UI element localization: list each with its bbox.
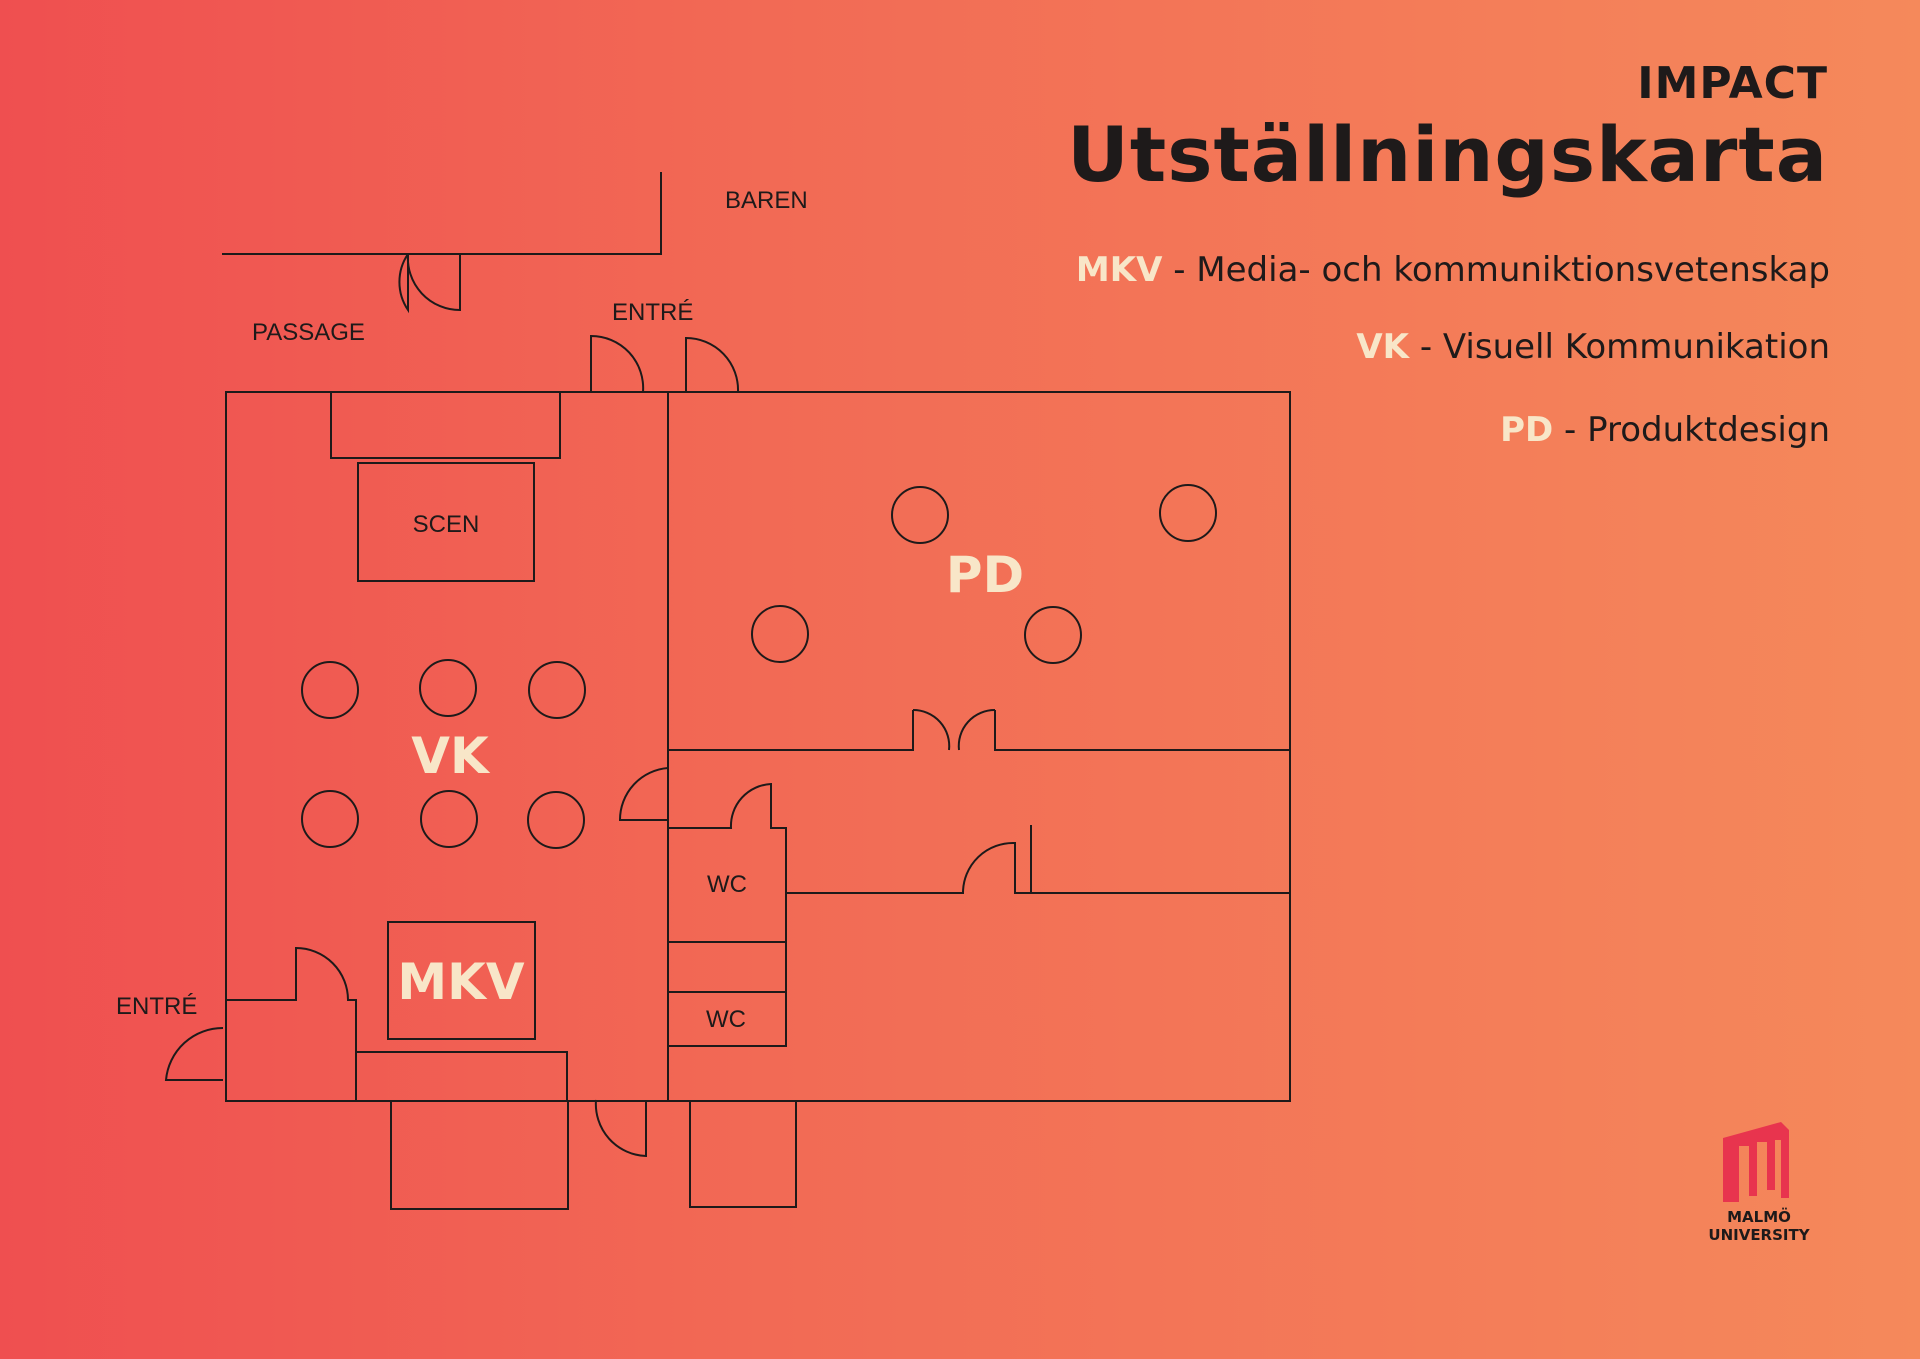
label-stage: SCEN <box>413 511 480 538</box>
legend-name: Media- och kommuniktionsvetenskap <box>1196 250 1830 290</box>
zone-pd: PD <box>946 546 1024 604</box>
door-entrance-1 <box>590 334 645 393</box>
bar-wall <box>222 172 662 255</box>
legend: MKV - Media- och kommuniktionsvetenskap … <box>1076 250 1830 450</box>
legend-abbr: PD <box>1500 410 1554 450</box>
legend-abbr: VK <box>1356 327 1410 367</box>
university-logo: MALMÖ UNIVERSITY <box>1698 1118 1820 1244</box>
door-pd-double <box>912 708 996 751</box>
malmo-university-logo-icon <box>1723 1122 1789 1202</box>
annex-right <box>689 1100 797 1208</box>
door-internal-left <box>226 946 357 1101</box>
header: IMPACT Utställningskarta <box>1067 58 1828 200</box>
table-vk-3 <box>528 661 586 719</box>
label-baren: BAREN <box>725 187 808 214</box>
label-passage: PASSAGE <box>252 319 365 346</box>
legend-separator: - <box>1409 327 1443 367</box>
table-vk-4 <box>301 790 359 848</box>
label-wc-lower: WC <box>706 1006 746 1033</box>
legend-item-vk: VK - Visuell Kommunikation <box>1076 327 1830 367</box>
pre-title: IMPACT <box>1637 58 1828 109</box>
label-entrance-top: ENTRÉ <box>612 299 693 326</box>
logo-line-1: MALMÖ <box>1727 1208 1791 1226</box>
label-wc-upper: WC <box>707 871 747 898</box>
pd-wall-b <box>994 710 1290 751</box>
table-vk-1 <box>301 661 359 719</box>
table-pd-4 <box>1024 606 1082 664</box>
table-pd-3 <box>751 605 809 663</box>
door-entrance-2 <box>685 336 740 393</box>
annex-left <box>390 1100 569 1210</box>
label-entrance-left: ENTRÉ <box>116 993 197 1020</box>
door-bottom <box>594 1099 647 1158</box>
wing-right-wall <box>668 391 1291 1102</box>
zone-mkv: MKV <box>397 953 525 1011</box>
pd-wall-a <box>668 710 914 751</box>
stage <box>357 462 535 582</box>
bench <box>330 391 561 459</box>
door-passage <box>398 253 409 314</box>
wc-upper <box>668 782 787 943</box>
table-pd-1 <box>891 486 949 544</box>
mkv-box <box>387 921 536 1040</box>
legend-name: Produktdesign <box>1587 410 1830 450</box>
legend-item-mkv: MKV - Media- och kommuniktionsvetenskap <box>1076 250 1830 290</box>
door-entrance-left <box>164 1026 224 1081</box>
corridor-wall <box>786 841 1290 894</box>
legend-name: Visuell Kommunikation <box>1442 327 1830 367</box>
door-passage-swing <box>406 253 461 312</box>
table-pd-2 <box>1159 484 1217 542</box>
legend-separator: - <box>1553 410 1588 450</box>
table-vk-6 <box>527 791 585 849</box>
logo-line-2: UNIVERSITY <box>1708 1226 1810 1244</box>
legend-separator: - <box>1162 250 1197 290</box>
legend-item-pd: PD - Produktdesign <box>1076 410 1830 450</box>
page-title: Utställningskarta <box>1067 110 1828 199</box>
table-vk-5 <box>420 790 478 848</box>
table-vk-2 <box>419 659 477 717</box>
bottom-ledge <box>356 1051 568 1101</box>
wc-lower <box>668 942 787 1047</box>
zone-vk: VK <box>411 727 491 785</box>
legend-abbr: MKV <box>1075 250 1163 290</box>
door-vk <box>618 767 669 821</box>
